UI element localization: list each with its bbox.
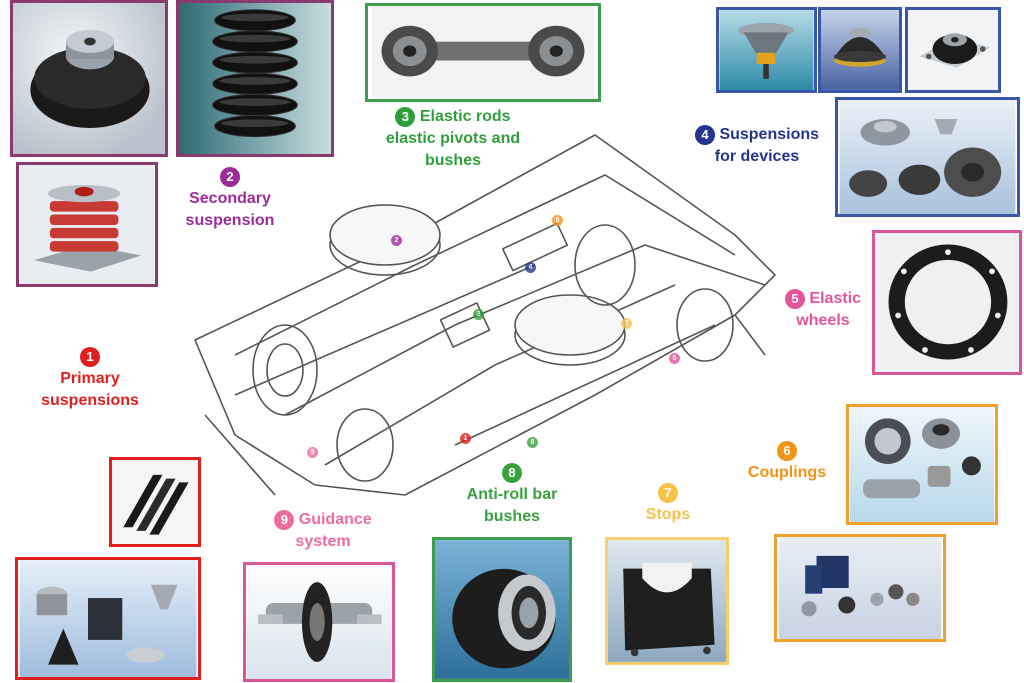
bogie-marker-1: 1	[460, 433, 471, 444]
bellows-spring-image	[19, 165, 155, 284]
label-rods-line-3: bushes	[424, 152, 481, 169]
bogie-marker-7: 7	[621, 318, 632, 329]
coupling-parts-image	[849, 407, 995, 522]
stop-bracket-image	[608, 540, 726, 662]
device-mount-photo-2	[818, 7, 902, 93]
dome-mount-image	[821, 10, 899, 90]
number-badge-8: 8	[502, 462, 522, 483]
label-devices-line-2: for devices	[714, 148, 800, 165]
mounts-collection-image	[839, 100, 1016, 214]
bogie-marker-6: 6	[552, 215, 563, 226]
elastic-wheel-ring-image	[875, 233, 1019, 372]
chevron-spring-photo	[109, 457, 201, 547]
label-antiroll-line-1: Anti-roll bar	[466, 486, 558, 503]
label-guidance-system: 9 Guidance system	[258, 509, 388, 553]
number-badge-7: 7	[658, 482, 678, 503]
anti-roll-bush-image	[435, 540, 569, 679]
guidance-system-photo	[243, 562, 395, 682]
secondary-bellows-photo	[16, 162, 158, 287]
label-suspensions-for-devices: 4 Suspensions for devices	[684, 124, 830, 168]
number-badge-5: 5	[784, 288, 805, 309]
label-secondary-line-2: suspension	[185, 212, 275, 229]
anti-roll-bar-bush-photo	[432, 537, 572, 682]
bogie-marker-4: 4	[525, 262, 536, 273]
label-elastic-rods: 3 Elastic rods elastic pivots and bushes	[368, 106, 538, 172]
primary-mounts-collection-image	[19, 560, 197, 677]
bogie-marker-8: 8	[527, 437, 538, 448]
bogie-marker-2: 2	[391, 235, 402, 246]
device-mount-photo-3	[905, 7, 1001, 93]
label-antiroll-line-2: bushes	[483, 508, 540, 525]
elastic-wheel-photo	[872, 230, 1022, 375]
label-primary-line-2: suspensions	[41, 392, 139, 409]
number-badge-9: 9	[274, 509, 295, 530]
label-rods-line-2: elastic pivots and	[385, 130, 521, 147]
label-stops-line-1: Stops	[645, 506, 691, 523]
bogie-line-drawing: 1 2 3 4 5 6 7 8 9	[175, 115, 790, 510]
label-devices-line-1: Suspensions	[719, 126, 820, 143]
stops-photo	[605, 537, 729, 665]
label-guidance-line-1: Guidance	[298, 511, 372, 528]
primary-suspension-photo	[10, 0, 168, 157]
label-wheels-line-2: wheels	[796, 312, 850, 329]
chevron-spring-image	[112, 460, 198, 544]
label-anti-roll-bar-bushes: 8 Anti-roll bar bushes	[450, 462, 574, 528]
label-couplings: 6 Couplings	[740, 440, 834, 484]
couplings-photo-1	[846, 404, 998, 525]
label-primary-line-1: Primary	[60, 370, 120, 387]
label-guidance-line-2: system	[295, 533, 351, 550]
elastic-rod-photo	[365, 3, 601, 102]
primary-suspensions-group-photo	[15, 557, 201, 680]
label-couplings-line-1: Couplings	[747, 464, 827, 481]
bogie-marker-5: 5	[669, 353, 680, 364]
device-mounts-group-photo	[835, 97, 1020, 217]
label-stops: 7 Stops	[630, 482, 706, 526]
conical-mount-image	[719, 10, 814, 90]
bogie-sketch	[194, 134, 776, 496]
secondary-coil-spring-photo	[176, 0, 334, 157]
label-wheels-line-1: Elastic	[809, 290, 862, 307]
label-secondary-line-1: Secondary	[189, 190, 271, 207]
label-primary-suspensions: 1 Primary suspensions	[28, 346, 152, 412]
device-mount-photo-1	[716, 7, 817, 93]
label-rods-line-1: Elastic rods	[419, 108, 511, 125]
bogie-marker-3: 3	[473, 309, 484, 320]
flange-mount-image	[908, 10, 998, 90]
coupling-flex-elements-image	[778, 537, 942, 639]
elastic-rod-image	[372, 6, 594, 99]
number-badge-6: 6	[777, 440, 797, 461]
coil-spring-image	[179, 3, 331, 154]
number-badge-3: 3	[395, 106, 416, 127]
number-badge-1: 1	[80, 346, 100, 367]
label-secondary-suspension: 2 Secondary suspension	[172, 166, 288, 232]
bogie-marker-9: 9	[307, 447, 318, 458]
couplings-photo-2	[774, 534, 946, 642]
rubber-metal-spring-image	[13, 3, 165, 154]
number-badge-2: 2	[220, 166, 240, 187]
label-elastic-wheels: 5 Elastic wheels	[776, 288, 870, 332]
number-badge-4: 4	[694, 124, 715, 145]
guidance-wheel-assembly-image	[246, 565, 392, 679]
